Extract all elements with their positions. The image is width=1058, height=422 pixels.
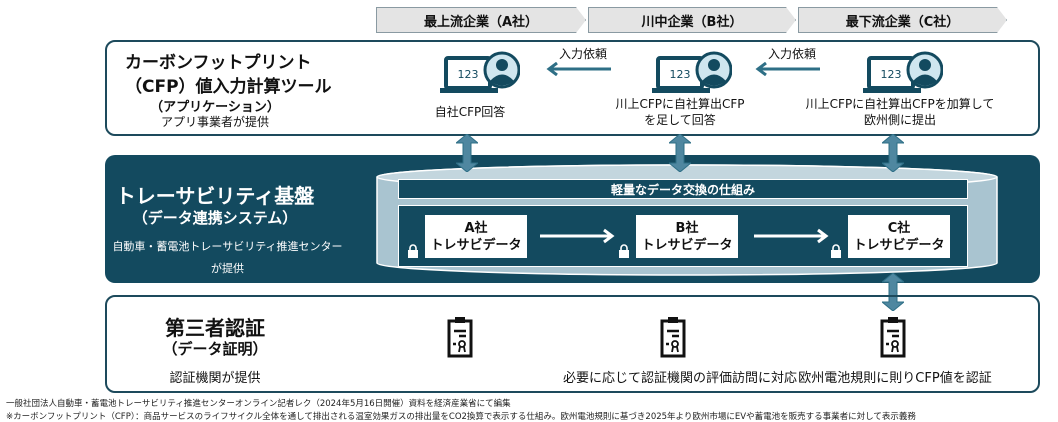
c-desc-2: 欧州側に提出 — [863, 113, 936, 127]
exchange-bar: 軽量なデータ交換の仕組み — [398, 179, 968, 199]
app-title-2: （CFP）値入力計算ツール — [125, 77, 332, 97]
a-desc: 自社CFP回答 — [434, 105, 506, 119]
footnote-cfp: ※カーボンフットプリント（CFP）：商品サービスのライフサイクル全体を通して排出… — [6, 412, 916, 422]
arrow-left-icon — [755, 62, 820, 76]
app-layer-panel — [105, 40, 1040, 136]
footnote-source: 一般社団法人自動車・蓄電池トレーサビリティ推進センターオンライン記者レク（202… — [6, 399, 511, 409]
double-arrow-icon — [456, 134, 478, 172]
header-company-a: 最上流企業（A社） — [376, 7, 586, 33]
request-label: 入力依頼 — [558, 47, 607, 61]
certificate-icon — [660, 317, 686, 358]
data-box-b: B社トレサビデータ — [636, 215, 738, 258]
platform-subtitle: （データ連携システム） — [132, 209, 298, 227]
certification-panel — [105, 295, 1040, 393]
lock-icon — [619, 244, 629, 258]
arrow-left-icon — [546, 62, 611, 76]
laptop-user-icon: 123 — [440, 51, 520, 93]
data-box-label: トレサビデータ — [641, 237, 733, 253]
laptop-user-icon: 123 — [652, 51, 732, 93]
double-arrow-icon — [882, 273, 904, 311]
screen-text: 123 — [458, 68, 479, 81]
data-box-label: トレサビデータ — [430, 237, 522, 253]
certificate-icon — [447, 317, 473, 358]
data-box-a: A社トレサビデータ — [425, 215, 527, 258]
double-arrow-icon — [669, 134, 691, 172]
arrow-right-icon — [754, 228, 829, 244]
app-title-1: カーボンフットプリント — [125, 53, 312, 73]
cert-b-desc: 必要に応じて認証機関の評価訪問に対応 — [562, 371, 797, 386]
data-box-company: A社 — [464, 220, 488, 236]
cert-title: 第三者認証 — [165, 316, 265, 340]
lock-icon — [408, 244, 418, 258]
certificate-icon — [880, 317, 906, 358]
c-desc-1: 川上CFPに自社算出CFPを加算して — [805, 97, 995, 111]
laptop-user-icon: 123 — [863, 51, 943, 93]
app-provider: アプリ事業者が提供 — [160, 115, 269, 129]
header-company-c: 最下流企業（C社） — [798, 7, 1007, 33]
platform-provider-2: が提供 — [211, 262, 244, 275]
cert-subtitle: （データ証明） — [162, 340, 268, 358]
data-box-label: トレサビデータ — [853, 237, 945, 253]
data-box-company: B社 — [675, 220, 699, 236]
cert-c-desc: 欧州電池規則に則りCFP値を認証 — [798, 371, 992, 386]
platform-title: トレーサビリティ基盤 — [115, 184, 315, 208]
app-subtitle: （アプリケーション） — [150, 100, 280, 115]
lock-icon — [831, 244, 841, 258]
request-label: 入力依頼 — [767, 47, 816, 61]
arrow-right-icon — [540, 228, 615, 244]
platform-provider-1: 自動車・蓄電池トレーサビリティ推進センター — [112, 240, 343, 253]
data-box-c: C社トレサビデータ — [848, 215, 950, 258]
double-arrow-icon — [882, 134, 904, 172]
b-desc-1: 川上CFPに自社算出CFP — [615, 97, 745, 111]
cert-provider: 認証機関が提供 — [169, 371, 261, 386]
screen-text: 123 — [670, 68, 691, 81]
header-company-b: 川中企業（B社） — [588, 7, 796, 33]
b-desc-2: を足して回答 — [644, 113, 716, 127]
screen-text: 123 — [881, 68, 902, 81]
data-box-company: C社 — [887, 220, 911, 236]
